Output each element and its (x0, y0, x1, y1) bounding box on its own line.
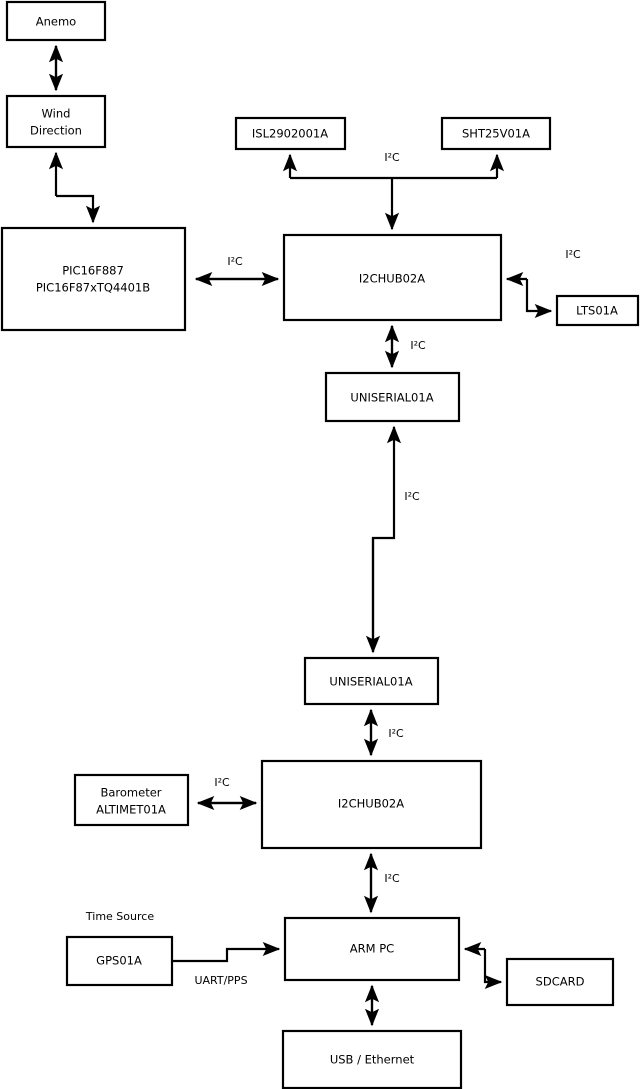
edge-wind-pic-down (56, 194, 101, 224)
node-label: SHT25V01A (462, 127, 530, 141)
node-label-2: ALTIMET01A (96, 803, 166, 817)
node-pic-mcu[interactable]: PIC16F887 PIC16F87xTQ4401B (0, 226, 187, 332)
node-label: ISL2902001A (252, 127, 328, 141)
node-label-2: PIC16F87xTQ4401B (36, 281, 150, 295)
node-label: PIC16F887 (62, 264, 124, 278)
node-gps01a[interactable]: GPS01A (65, 935, 174, 987)
node-label: UNISERIAL01A (329, 675, 412, 689)
edge-label-uni-uni: I²C (404, 490, 420, 503)
node-arm-pc[interactable]: ARM PC (283, 916, 461, 982)
edge-uni-link-up (371, 425, 402, 652)
node-label: USB / Ethernet (330, 1053, 415, 1067)
edge-hub-lts-out (525, 279, 553, 319)
node-label: LTS01A (576, 304, 618, 318)
node-label: GPS01A (96, 954, 142, 968)
edge-label-pic-hub: I²C (227, 255, 243, 268)
node-barometer[interactable]: Barometer ALTIMET01A (73, 773, 190, 827)
node-label: UNISERIAL01A (350, 391, 433, 405)
node-isl2902001a[interactable]: ISL2902001A (234, 116, 347, 151)
node-lts01a[interactable]: LTS01A (555, 294, 640, 327)
label-time-source: Time Source (85, 910, 154, 923)
edge-label-hub-uni: I²C (410, 339, 426, 352)
node-usb-ethernet[interactable]: USB / Ethernet (281, 1029, 463, 1089)
node-sdcard[interactable]: SDCARD (505, 957, 615, 1007)
node-uniserial01a-bottom[interactable]: UNISERIAL01A (303, 656, 440, 706)
node-label: Barometer (100, 786, 161, 800)
edges (48, 44, 553, 1027)
edge-labels: I²C I²C I²C I²C I²C I²C I²C I²C UART/PPS (194, 151, 581, 987)
node-label: ARM PC (350, 942, 394, 956)
node-i2chub02a-bottom[interactable]: I2CHUB02A (260, 759, 483, 850)
node-i2chub02a-top[interactable]: I2CHUB02A (282, 233, 503, 322)
edge-label-hub-lts: I²C (565, 248, 581, 261)
edge-label-bus-top: I²C (384, 151, 400, 164)
free-labels: Time Source (85, 910, 154, 923)
node-label: I2CHUB02A (338, 797, 404, 811)
node-wind-direction[interactable]: Wind Direction (5, 94, 107, 149)
node-sht25v01a[interactable]: SHT25V01A (440, 116, 552, 151)
node-label: Anemo (36, 15, 76, 29)
node-uniserial01a-top[interactable]: UNISERIAL01A (324, 371, 461, 423)
edge-label-gps-arm: UART/PPS (194, 974, 247, 987)
edge-label-baro-hubb: I²C (214, 776, 230, 789)
node-label: SDCARD (536, 975, 585, 989)
node-label-2: Direction (30, 124, 82, 138)
edge-label-unib-hubb: I²C (388, 727, 404, 740)
edge-label-hubb-arm: I²C (384, 872, 400, 885)
node-label: I2CHUB02A (359, 272, 425, 286)
node-label: Wind (42, 107, 71, 121)
node-anemo[interactable]: Anemo (5, 0, 107, 42)
edge-gps-armpc (172, 941, 281, 963)
edge-arm-sdcard-out (483, 949, 503, 990)
